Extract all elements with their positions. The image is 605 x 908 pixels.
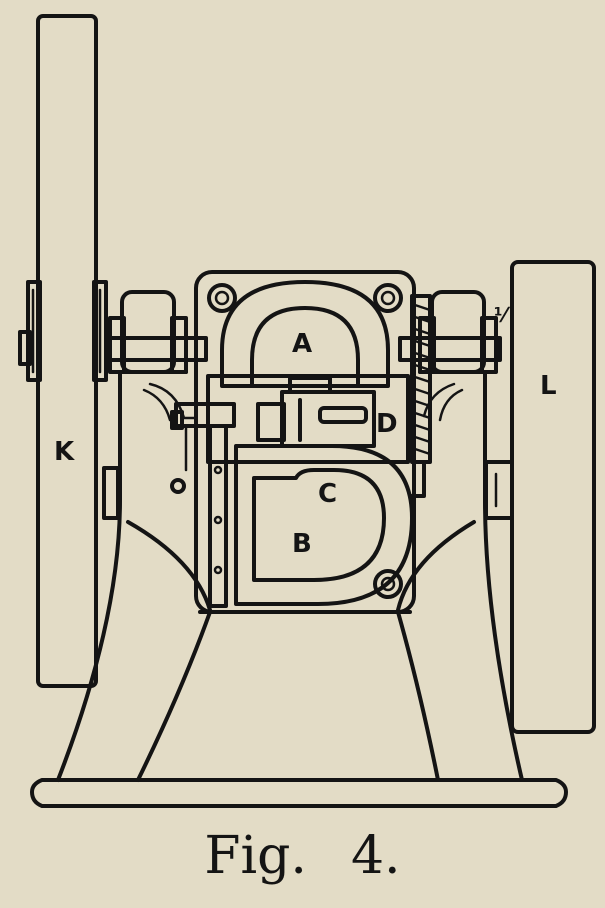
left-bearing (104, 290, 208, 422)
label-k: K (54, 437, 75, 467)
label-a: A (292, 329, 312, 359)
right-spring (410, 294, 432, 498)
base-plate (30, 778, 568, 808)
right-bearing (398, 290, 502, 422)
label-b: B (292, 529, 312, 559)
label-c: C (318, 479, 337, 509)
cylinder-a (220, 280, 390, 388)
caption-prefix: Fig. (204, 826, 307, 886)
label-l: L (540, 371, 557, 401)
figure-caption: Fig. 4. (0, 826, 605, 886)
cylinder-b (234, 444, 414, 606)
label-d: D (376, 409, 398, 439)
pulley-k (18, 14, 120, 688)
pedestal (56, 370, 524, 782)
housing (194, 270, 416, 614)
pulley-l: ⅟ (484, 260, 596, 734)
caption-number: 4. (350, 826, 401, 886)
left-rod (170, 402, 236, 608)
